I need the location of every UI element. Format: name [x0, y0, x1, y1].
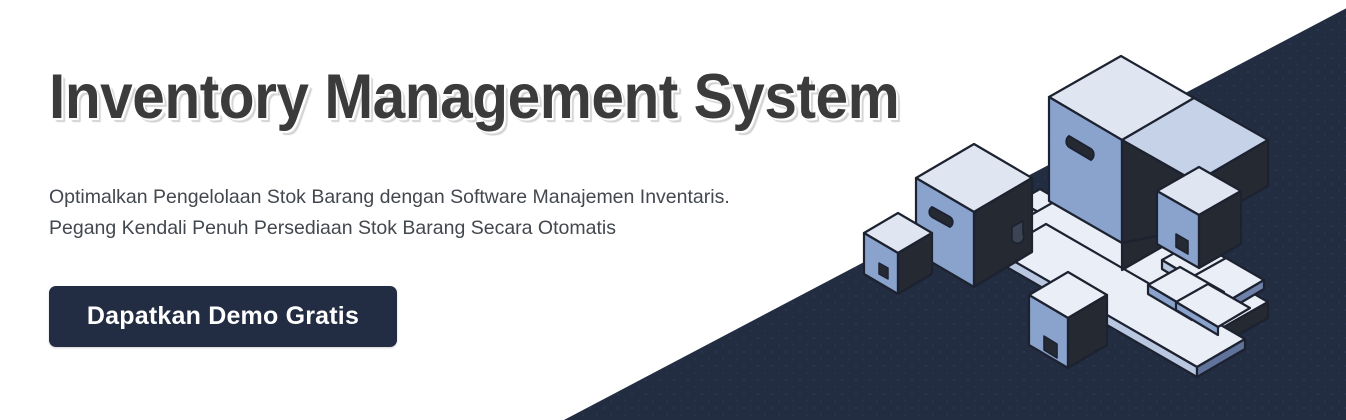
hero-subtitle: Optimalkan Pengelolaan Stok Barang denga…: [49, 186, 730, 239]
hero-text-block: Inventory Management System Optimalkan P…: [49, 0, 900, 420]
crate-right: [1155, 165, 1243, 270]
output-slabs: [1146, 239, 1266, 337]
page-title: Inventory Management System: [49, 62, 900, 132]
crate-large: [1047, 54, 1270, 272]
conveyor-lower-beam: [996, 222, 1247, 379]
isometric-scene: [862, 54, 1270, 379]
conveyor-back: [1017, 187, 1262, 335]
crate-small-left: [862, 211, 934, 296]
conveyor-main: [1006, 188, 1270, 358]
crate-medium: [914, 142, 1034, 289]
request-free-demo-button[interactable]: Dapatkan Demo Gratis: [49, 286, 397, 347]
crate-floating: [1027, 270, 1109, 370]
